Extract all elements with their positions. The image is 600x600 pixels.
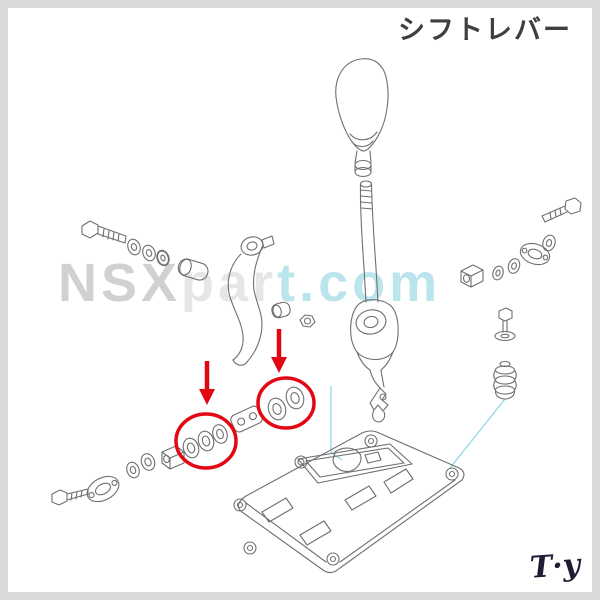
bolt-upper-left-part [81, 220, 127, 244]
bolt-upper-right-part [541, 197, 582, 223]
connector-lines [330, 386, 506, 469]
pivot-housing-part [350, 299, 399, 423]
highlight-circle-right [256, 376, 316, 430]
grommet-part [493, 360, 517, 400]
lever-shaft-part [359, 180, 379, 303]
watermark: NSXpart.com [58, 252, 441, 314]
end-plate-lower-left-part [86, 475, 120, 503]
lever-bracket-part [227, 235, 275, 366]
bolt-washer-right-part [494, 307, 516, 342]
washer-set-left-part [182, 424, 228, 459]
page-title: シフトレバー [398, 15, 572, 45]
base-plate-part [233, 430, 465, 574]
washers-upper-left-part [127, 238, 170, 267]
bolt-lower-left-part [51, 488, 89, 506]
washer-set-right-part [267, 386, 305, 421]
watermark-accent: t.com [277, 253, 442, 313]
shift-knob-part [335, 58, 389, 178]
bushing-part [177, 258, 209, 281]
highlight-circle-left [174, 412, 238, 470]
logo-signature: T·y [528, 547, 582, 586]
lower-left-washers-part [126, 453, 156, 479]
watermark-brand: NSX [58, 253, 182, 313]
cube-block-part [460, 264, 484, 288]
highlight-arrow-right [271, 329, 287, 373]
end-plate-upper-right-part [519, 242, 551, 266]
highlight-arrow-left [199, 361, 215, 405]
pivot-bushing-nut-part [271, 301, 316, 328]
washers-upper-right-part [492, 234, 556, 281]
